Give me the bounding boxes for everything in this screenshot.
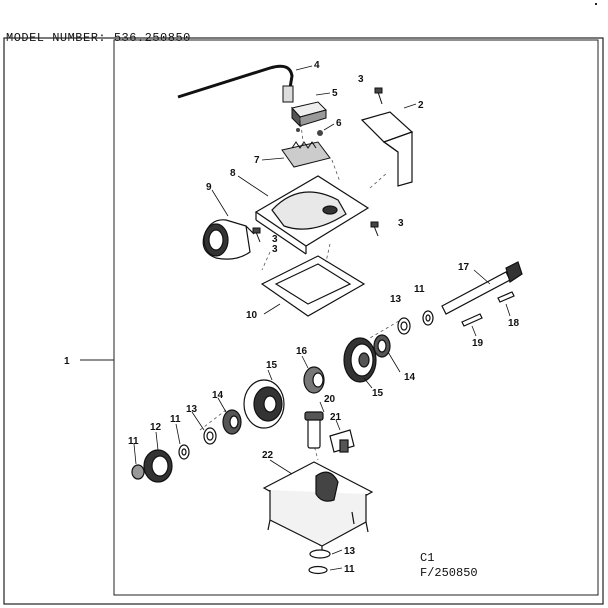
callout-2: 2 <box>418 100 424 111</box>
callout-11-far: 11 <box>128 436 139 447</box>
axle <box>441 261 523 315</box>
callout-3-left: 3 <box>272 234 278 245</box>
callout-3-right: 3 <box>398 218 404 229</box>
washer-11-right <box>422 310 434 326</box>
callout-14-left: 14 <box>212 390 224 401</box>
small-nut <box>317 130 323 136</box>
callout-16: 16 <box>296 346 308 357</box>
washer-13-left <box>203 427 217 445</box>
callout-labels: 1 2 3 3 3 3 4 5 6 7 8 9 10 11 11 11 11 1… <box>64 60 520 575</box>
gear-right <box>343 337 377 383</box>
callout-19: 19 <box>472 338 484 349</box>
callout-15-right: 15 <box>372 388 384 399</box>
callout-20: 20 <box>324 394 336 405</box>
screw-right <box>370 221 379 237</box>
callout-3-top: 3 <box>358 74 364 85</box>
gear-left <box>243 379 285 429</box>
lower-case <box>262 461 374 556</box>
callout-6: 6 <box>336 118 342 129</box>
callout-13-left: 13 <box>186 404 198 415</box>
block-part <box>291 101 327 128</box>
callout-11-left: 11 <box>170 414 181 425</box>
washer-11-left <box>178 444 190 460</box>
callout-8: 8 <box>230 168 236 179</box>
callout-3-left-b: 3 <box>272 244 278 255</box>
drawing-reference-code: C1 F/250850 <box>420 551 478 581</box>
reference-line-2: F/250850 <box>420 566 478 580</box>
callout-22: 22 <box>262 450 274 461</box>
top-cover <box>254 175 370 255</box>
callout-10: 10 <box>246 310 258 321</box>
fork-21 <box>329 429 355 453</box>
callout-13-bottom: 13 <box>344 546 356 557</box>
callout-15-left: 15 <box>266 360 278 371</box>
washer-11-bottom <box>308 565 328 575</box>
key-19 <box>461 313 483 327</box>
bearing-14-right <box>373 334 391 358</box>
pin-20 <box>304 411 324 449</box>
outer-frame <box>3 37 604 605</box>
bracket <box>360 111 414 187</box>
half-case <box>202 219 255 260</box>
washer-13-right <box>397 317 411 335</box>
callout-12: 12 <box>150 422 162 433</box>
callout-18: 18 <box>508 318 520 329</box>
screw-top <box>374 87 383 105</box>
callout-17: 17 <box>458 262 470 273</box>
callout-5: 5 <box>332 88 338 99</box>
bearing-14-left <box>222 409 242 435</box>
pinion <box>303 366 325 394</box>
key-18 <box>497 291 515 303</box>
hub <box>143 449 173 483</box>
callout-14-right: 14 <box>404 372 416 383</box>
callout-1: 1 <box>64 356 70 367</box>
callout-13-right: 13 <box>390 294 402 305</box>
callout-21: 21 <box>330 412 342 423</box>
callout-11-right: 11 <box>414 284 425 295</box>
callout-9: 9 <box>206 182 212 193</box>
assembly-frame <box>113 39 599 596</box>
detent-plate <box>281 141 331 168</box>
cap-11 <box>131 464 145 480</box>
reference-line-1: C1 <box>420 551 435 565</box>
washer-13-bottom <box>309 549 331 559</box>
assembly-lines <box>199 117 405 547</box>
callout-11-bottom: 11 <box>344 564 355 575</box>
screw-left <box>252 227 261 243</box>
callout-7: 7 <box>254 155 260 166</box>
corner-mark <box>595 3 597 5</box>
callout-4: 4 <box>314 60 320 71</box>
shift-rod <box>177 64 294 103</box>
gasket <box>260 255 366 317</box>
